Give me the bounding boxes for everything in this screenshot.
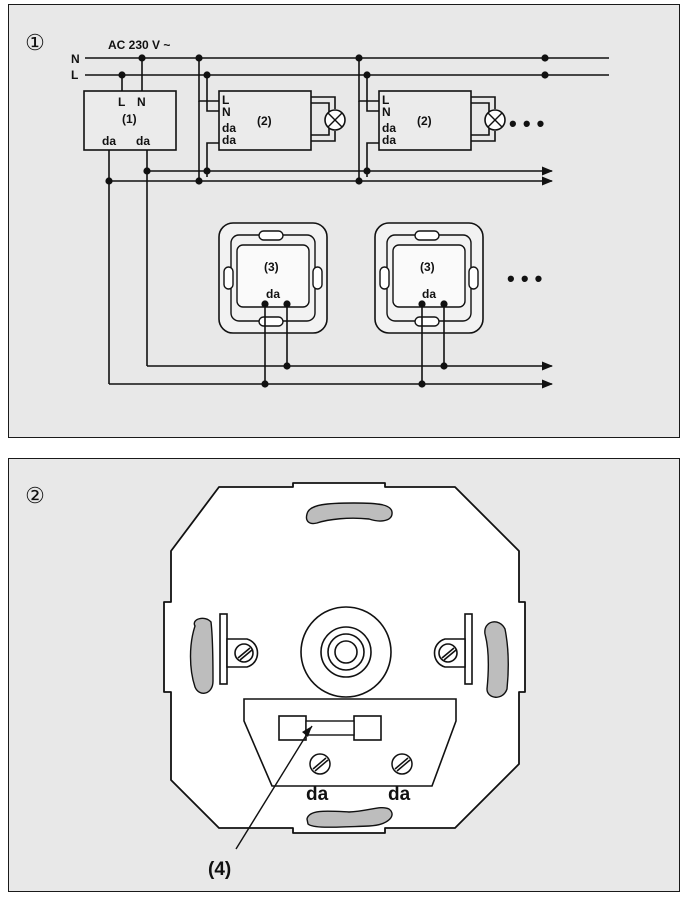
device-2b-da-terminal-2: da — [382, 133, 396, 147]
fuse-end-right — [353, 715, 382, 741]
slot-left — [189, 617, 214, 694]
slot-top — [305, 502, 393, 525]
slot-right — [484, 621, 510, 698]
device-2a-l-terminal: L — [222, 93, 229, 107]
rotary-knob — [300, 606, 392, 698]
device-1-n-terminal: N — [137, 95, 146, 109]
fuse-body — [305, 720, 355, 736]
device-2-actuator-2: L N da da (2) — [358, 58, 506, 177]
device-2a-id: (2) — [257, 114, 272, 128]
fuse-callout — [235, 725, 313, 850]
device-1-power-supply: L N (1) da da — [83, 58, 177, 151]
lamp-icon — [324, 109, 346, 131]
slot-bottom — [306, 806, 393, 828]
supply-label: AC 230 V ~ — [108, 38, 170, 52]
device-3-sensor-2: (3) da — [374, 222, 484, 334]
bus-junctions-lower — [261, 362, 448, 388]
device-2b-da-terminal-1: da — [382, 121, 396, 135]
live-line-label: L — [71, 68, 78, 82]
figure-number-2: ② — [25, 483, 45, 508]
device-3-sensor-1: (3) da — [218, 222, 328, 334]
bus-junctions-upper — [105, 167, 371, 185]
device-2b-l-terminal: L — [382, 93, 389, 107]
lamp-icon — [484, 109, 506, 131]
mounting-plate-diagram: ② — [25, 482, 526, 880]
bus-lines-upper — [108, 150, 554, 384]
device-3a-da-terminal: da — [266, 287, 280, 301]
bus-lines-lower — [109, 304, 554, 389]
device-1-da-terminal-2: da — [136, 134, 150, 148]
fuse-callout-label: (4) — [208, 859, 231, 880]
mounting-plate-panel: ② — [8, 458, 680, 892]
device-1-id: (1) — [122, 112, 137, 126]
continuation-dots-actuators: • • • — [509, 111, 544, 136]
device-3b-id: (3) — [420, 260, 435, 274]
neutral-line-label: N — [71, 52, 80, 66]
continuation-dots-sensors: • • • — [507, 266, 542, 291]
device-1-l-terminal: L — [118, 95, 125, 109]
device-2b-n-terminal: N — [382, 105, 391, 119]
terminal-label-left: da — [306, 784, 329, 805]
device-2b-id: (2) — [417, 114, 432, 128]
device-2a-n-terminal: N — [222, 105, 231, 119]
screw-terminal-left — [309, 753, 331, 775]
device-1-da-terminal-1: da — [102, 134, 116, 148]
fuse-end-left — [278, 715, 307, 741]
claw-bracket-right — [433, 613, 473, 685]
device-2a-da-terminal-1: da — [222, 121, 236, 135]
claw-bracket-left — [219, 613, 259, 685]
device-3b-da-terminal: da — [422, 287, 436, 301]
wiring-diagram-panel: ① AC 230 V ~ N L L N (1) da da L N da da… — [8, 4, 680, 438]
terminal-block — [243, 698, 457, 787]
terminal-label-right: da — [388, 784, 411, 805]
screw-terminal-right — [391, 753, 413, 775]
figure-number-1: ① — [25, 30, 45, 55]
device-2a-da-terminal-2: da — [222, 133, 236, 147]
wiring-diagram: ① AC 230 V ~ N L L N (1) da da L N da da… — [25, 30, 609, 389]
mounting-slots — [189, 502, 510, 828]
device-3a-id: (3) — [264, 260, 279, 274]
device-2-actuator-1: L N da da (2) — [198, 58, 346, 177]
supply-lines — [85, 57, 609, 76]
